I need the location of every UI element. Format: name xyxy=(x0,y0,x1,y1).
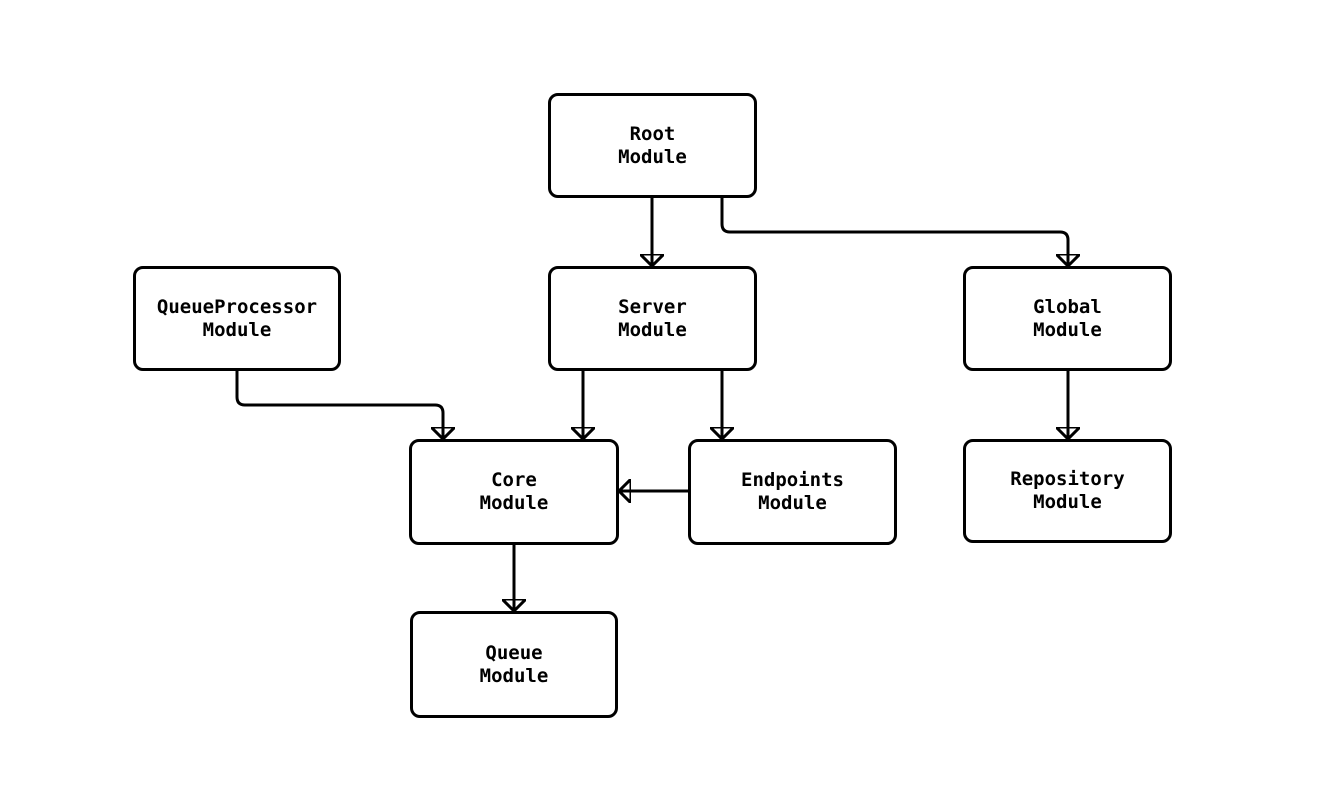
node-core-module-label: Core Module xyxy=(479,469,549,514)
edge-queue-processor-to-core xyxy=(235,371,443,439)
node-root-module: Root Module xyxy=(548,93,757,198)
node-core-module: Core Module xyxy=(409,439,619,545)
node-endpoints-module: Endpoints Module xyxy=(688,439,897,545)
node-server-module-label: Server Module xyxy=(618,295,687,341)
edge-root-to-global xyxy=(720,198,1068,266)
node-queue-module-label: Queue Module xyxy=(479,641,549,687)
node-endpoints-module-label: Endpoints Module xyxy=(741,469,844,514)
node-global-module-label: Global Module xyxy=(1033,295,1102,341)
node-queue-processor-module-label: QueueProcessor Module xyxy=(156,295,318,341)
node-queue-processor-module: QueueProcessor Module xyxy=(133,266,341,371)
node-repository-module-label: Repository Module xyxy=(1010,468,1125,513)
node-repository-module: Repository Module xyxy=(963,439,1172,543)
node-global-module: Global Module xyxy=(963,266,1172,371)
node-queue-module: Queue Module xyxy=(410,611,618,718)
node-server-module: Server Module xyxy=(548,266,757,371)
node-root-module-label: Root Module xyxy=(618,122,687,168)
